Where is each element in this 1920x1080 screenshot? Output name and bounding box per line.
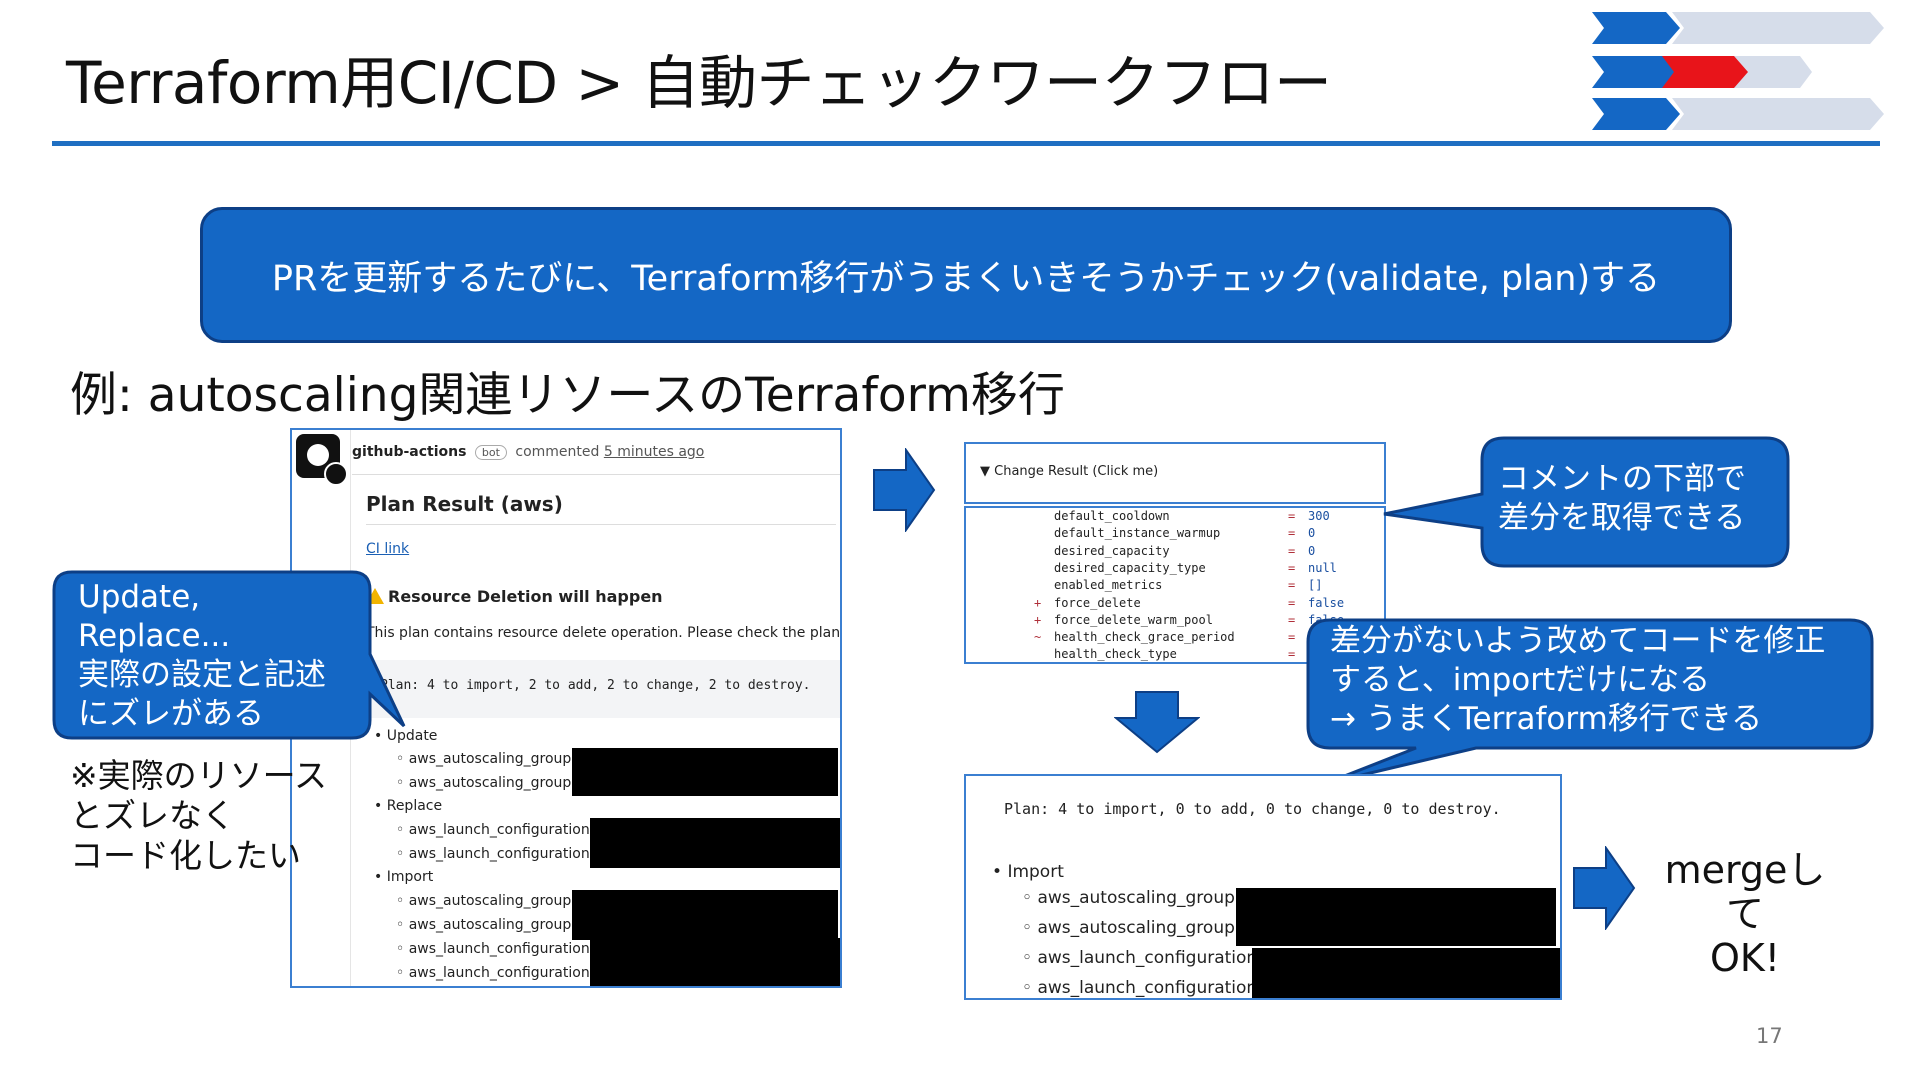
group-update: • Update: [374, 728, 438, 744]
attr-value: []: [1308, 578, 1323, 593]
list-item: ◦ aws_launch_configuration.: [1022, 948, 1263, 968]
plan-result-heading: Plan Result (aws): [366, 492, 563, 516]
attr-key: enabled_metrics: [1054, 578, 1163, 593]
plan-summary-code: Plan: 4 to import, 2 to add, 2 to change…: [366, 660, 840, 718]
diff-prefix: +: [1034, 595, 1042, 610]
example-heading: 例: autoscaling関連リソースのTerraform移行: [70, 368, 1065, 423]
attr-equals: =: [1288, 543, 1296, 558]
slide-title: Terraform用CI/CD > 自動チェックワークフロー: [66, 49, 1332, 117]
plan-result-fixed: Plan: 4 to import, 0 to add, 0 to change…: [964, 774, 1562, 1000]
callout-fix-shape: [1306, 618, 1874, 786]
attr-key: health_check_type: [1054, 647, 1177, 662]
attr-equals: =: [1288, 612, 1296, 627]
attr-key: desired_capacity: [1054, 543, 1170, 558]
comment-time[interactable]: 5 minutes ago: [603, 444, 705, 460]
list-item: ◦ aws_launch_configuration.: [396, 822, 595, 838]
list-item: ◦ aws_launch_configuration.: [396, 965, 595, 981]
page-number: 17: [1756, 1024, 1783, 1048]
right-arrow-icon: [1573, 846, 1636, 930]
attr-key: force_delete: [1054, 595, 1141, 610]
redacted-block: [1252, 948, 1560, 998]
attr-equals: =: [1288, 630, 1296, 645]
list-item: ◦ aws_autoscaling_group.: [1022, 888, 1241, 908]
attr-key: health_check_grace_period: [1054, 630, 1235, 645]
comment-author[interactable]: github-actions: [352, 444, 467, 460]
github-avatar-icon: [296, 434, 348, 486]
merge-ok-text: mergeして OK!: [1664, 848, 1826, 980]
comment-action: commented: [515, 444, 600, 460]
diff-prefix: ~: [1034, 630, 1042, 645]
list-item: ◦ aws_autoscaling_group.: [1022, 918, 1241, 938]
callout-diff-text: コメントの下部で 差分を取得できる: [1498, 461, 1746, 536]
down-arrow-icon: [1114, 691, 1200, 754]
attr-key: default_cooldown: [1054, 509, 1170, 523]
list-item: ◦ aws_autoscaling_group.: [396, 917, 576, 933]
attr-value: false: [1308, 595, 1345, 610]
change-result-header: ▼ Change Result (Click me): [964, 442, 1386, 504]
redacted-block: [1236, 888, 1556, 946]
change-result-summary[interactable]: ▼ Change Result (Click me): [980, 464, 1159, 479]
attr-equals: =: [1288, 647, 1296, 662]
github-comment-screenshot: github-actions bot commented 5 minutes a…: [290, 428, 842, 988]
note-text: ※実際のリソース とズレなく コード化したい: [70, 756, 328, 875]
list-item: ◦ aws_launch_configuration.: [396, 846, 595, 862]
attr-equals: =: [1288, 509, 1296, 523]
right-arrow-icon: [873, 448, 936, 532]
attr-equals: =: [1288, 560, 1296, 575]
summary-banner-text: PRを更新するたびに、Terraform移行がうまくいきそうかチェック(vali…: [271, 258, 1661, 299]
list-item: ◦ aws_autoscaling_group.: [396, 893, 576, 909]
attr-equals: =: [1288, 526, 1296, 541]
group-import: • Import: [374, 869, 434, 885]
attr-value: 300: [1308, 509, 1330, 523]
group-import: • Import: [992, 862, 1064, 882]
attr-key: default_instance_warmup: [1054, 526, 1221, 541]
callout-left-shape: [52, 570, 406, 740]
title-underline: [52, 141, 1880, 146]
chevron-logo-icon: [1592, 12, 1884, 130]
ci-link[interactable]: CI link: [366, 541, 410, 557]
callout-fix-text: 差分がないよう改めてコードを修正 すると、importだけになる → うまくTe…: [1330, 623, 1826, 737]
callout-left-text: Update, Replace... 実際の設定と記述 にズレがある: [78, 579, 326, 732]
attr-value: null: [1308, 560, 1337, 575]
redacted-block: [590, 818, 840, 868]
attr-value: 0: [1308, 543, 1316, 558]
redacted-block: [572, 890, 838, 940]
list-item: ◦ aws_launch_configuration.: [1022, 978, 1263, 998]
redacted-block: [572, 748, 838, 796]
comment-header: github-actions bot commented 5 minutes a…: [352, 444, 704, 460]
attr-equals: =: [1288, 595, 1296, 610]
callout-diff-shape: [1383, 436, 1790, 568]
attr-key: desired_capacity_type: [1054, 560, 1206, 575]
group-replace: • Replace: [374, 798, 443, 814]
list-item: ◦ aws_autoscaling_group.: [396, 751, 576, 767]
list-item: ◦ aws_autoscaling_group.: [396, 775, 576, 791]
attr-key: force_delete_warm_pool: [1054, 612, 1213, 627]
list-item: ◦ aws_launch_configuration.: [396, 941, 595, 957]
attr-value: 0: [1308, 526, 1316, 541]
attr-equals: =: [1288, 578, 1296, 593]
redacted-block: [590, 938, 840, 986]
plan-description: This plan contains resource delete opera…: [366, 625, 842, 641]
diff-prefix: +: [1034, 612, 1042, 627]
summary-banner: PRを更新するたびに、Terraform移行がうまくいきそうかチェック(vali…: [200, 207, 1732, 343]
bot-tag: bot: [474, 445, 507, 460]
plan-summary-fixed: Plan: 4 to import, 0 to add, 0 to change…: [1004, 800, 1501, 818]
